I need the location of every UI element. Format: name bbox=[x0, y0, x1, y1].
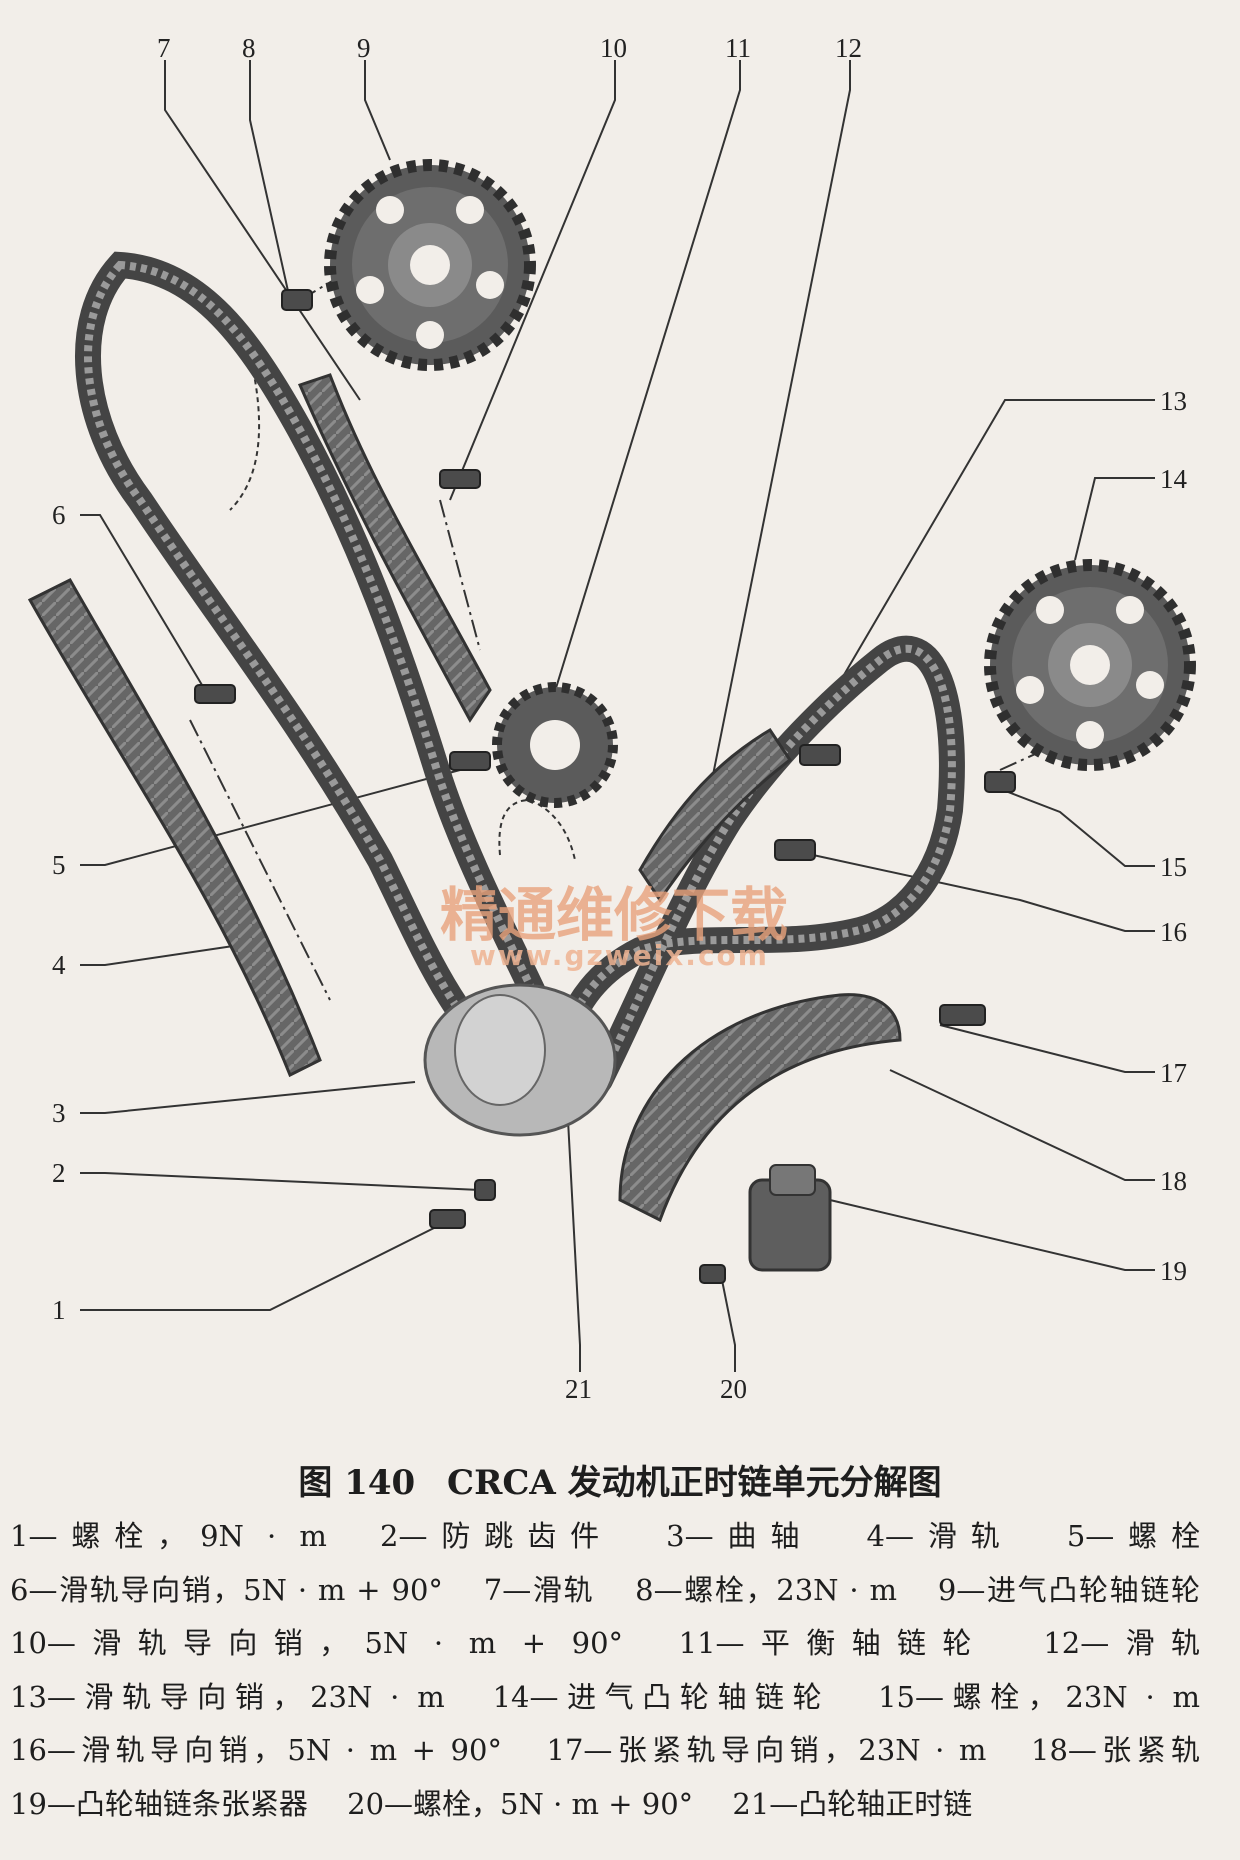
callout-9: 9 bbox=[357, 33, 371, 63]
legend-item-1: 1—螺栓，9N · m bbox=[10, 1519, 327, 1553]
rail-12 bbox=[638, 727, 793, 903]
callout-15: 15 bbox=[1160, 852, 1187, 882]
callout-1: 1 bbox=[52, 1295, 66, 1325]
callout-4: 4 bbox=[52, 950, 66, 980]
legend-item-3: 3—曲轴 bbox=[666, 1519, 814, 1553]
crankshaft-3 bbox=[423, 983, 617, 1137]
legend-item-15: 15—螺栓，23N · m bbox=[878, 1679, 1201, 1714]
callout-14: 14 bbox=[1160, 464, 1188, 494]
callout-7: 7 bbox=[157, 33, 171, 63]
intake-camshaft-sprocket-14 bbox=[984, 559, 1196, 771]
legend-item-4: 4—滑轨 bbox=[866, 1519, 1014, 1553]
callout-17: 17 bbox=[1160, 1058, 1187, 1088]
legend-item-7: 7—滑轨 bbox=[483, 1572, 595, 1607]
tension-rail-18 bbox=[618, 993, 902, 1223]
callout-2: 2 bbox=[52, 1158, 66, 1188]
callout-10: 10 bbox=[600, 33, 627, 63]
intake-camshaft-sprocket-9 bbox=[324, 159, 536, 371]
legend-item-21: 21—凸轮轴正时链 bbox=[732, 1786, 973, 1821]
watermark-cn: 精通维修下载 bbox=[440, 881, 788, 949]
figure-number: 图 140 bbox=[298, 1463, 416, 1503]
callout-20: 20 bbox=[720, 1374, 747, 1404]
figure-title: CRCA 发动机正时链单元分解图 bbox=[447, 1463, 942, 1503]
legend-item-5: 5—螺栓 bbox=[1066, 1519, 1201, 1553]
leader-lines bbox=[80, 60, 1155, 1372]
legend-item-16: 16—滑轨导向销，5N · m + 90° bbox=[10, 1733, 502, 1767]
legend-item-17: 17—张紧轨导向销，23N · m bbox=[546, 1733, 987, 1767]
figure-caption: 图 140 CRCA 发动机正时链单元分解图 bbox=[0, 1455, 1240, 1504]
camshaft-chain-tensioner-19 bbox=[748, 1164, 832, 1272]
timing-chain bbox=[75, 251, 965, 1116]
legend-item-11: 11—平衡轴链轮 bbox=[678, 1626, 988, 1660]
legend-item-18: 18—张紧轨 bbox=[1031, 1733, 1200, 1767]
exploded-diagram: 精通维修下载 www.gzweix.com 7 8 9 10 11 12 13 … bbox=[27, 33, 1196, 1404]
rail-7 bbox=[297, 373, 492, 723]
callout-12: 12 bbox=[835, 33, 862, 63]
legend-item-6: 6—滑轨导向销，5N · m + 90° bbox=[10, 1572, 443, 1607]
callout-13: 13 bbox=[1160, 386, 1187, 416]
legend-item-10: 10—滑轨导向销，5N · m + 90° bbox=[10, 1626, 624, 1660]
legend-item-14: 14—进气凸轮轴链轮 bbox=[492, 1679, 831, 1714]
legend-item-13: 13—滑轨导向销，23N · m bbox=[10, 1679, 445, 1714]
legend-item-20: 20—螺栓，5N · m + 90° bbox=[347, 1786, 694, 1821]
callout-5: 5 bbox=[52, 850, 66, 880]
watermark-url: www.gzweix.com bbox=[470, 939, 769, 972]
callout-19: 19 bbox=[1160, 1256, 1187, 1286]
callout-6: 6 bbox=[52, 500, 66, 530]
callout-21: 21 bbox=[565, 1374, 592, 1404]
legend-item-12: 12—滑轨 bbox=[1043, 1626, 1200, 1660]
callout-3: 3 bbox=[52, 1098, 66, 1128]
legend-item-9: 9—进气凸轮轴链轮 bbox=[937, 1572, 1201, 1607]
legend-item-8: 8—螺栓，23N · m bbox=[635, 1572, 897, 1607]
bolts-and-pins bbox=[194, 289, 1016, 1284]
callout-labels: 7 8 9 10 11 12 13 14 15 16 17 18 19 20 2… bbox=[52, 33, 1188, 1404]
parts-legend: 1—螺栓，9N · m 2—防跳齿件 3—曲轴 4—滑轨 5—螺栓 6—滑轨导向… bbox=[10, 1510, 1230, 1831]
callout-11: 11 bbox=[725, 33, 751, 63]
rail-4 bbox=[27, 578, 322, 1078]
balance-shaft-sprocket-11 bbox=[492, 682, 618, 808]
callout-18: 18 bbox=[1160, 1166, 1187, 1196]
callout-8: 8 bbox=[242, 33, 256, 63]
legend-item-19: 19—凸轮轴链条张紧器 bbox=[10, 1786, 308, 1821]
legend-item-2: 2—防跳齿件 bbox=[380, 1519, 614, 1553]
callout-16: 16 bbox=[1160, 917, 1187, 947]
